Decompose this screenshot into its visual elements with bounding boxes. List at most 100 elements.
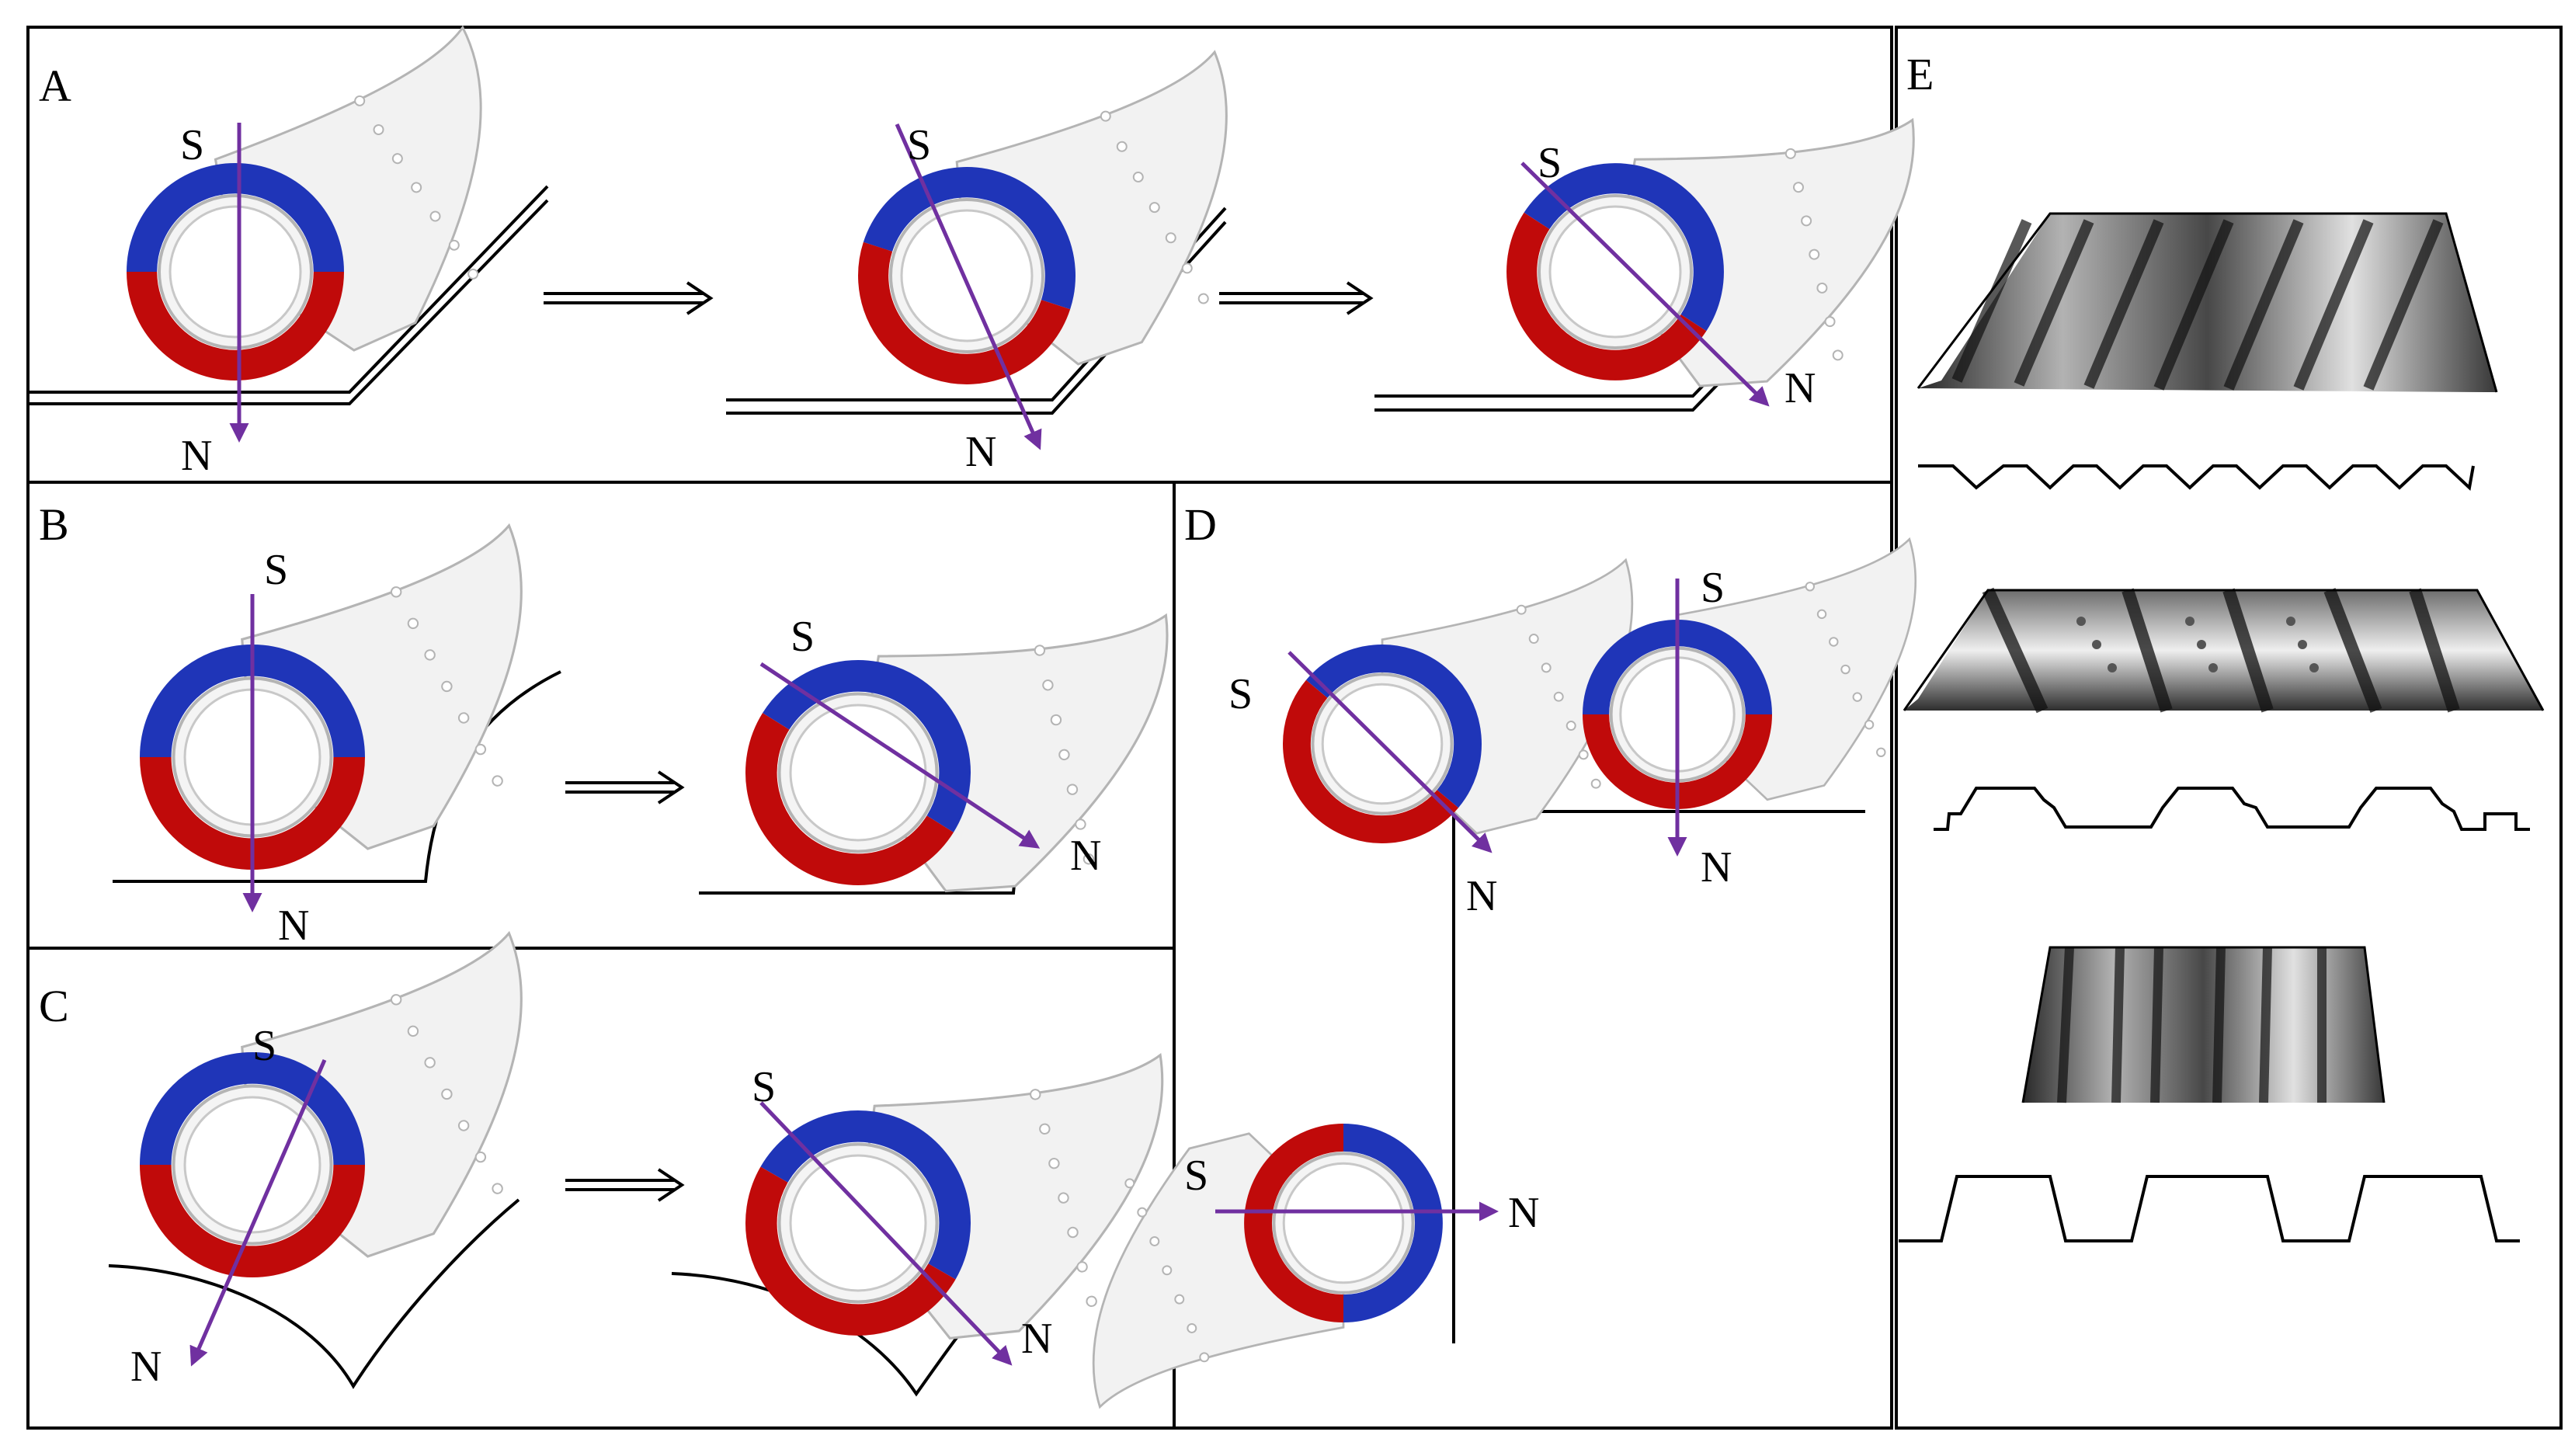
frame-hole: [1124, 1178, 1135, 1189]
polarity-arrow-icon: [759, 1101, 1013, 1366]
north-pole-half: [745, 1166, 956, 1336]
steel-deck-cross-section: [1934, 787, 2530, 831]
frame-hole: [1039, 1123, 1051, 1135]
frame-hole: [1100, 110, 1111, 122]
magnetic-wheel-icon: [745, 1053, 1164, 1366]
magnetic-wheel-icon: [858, 50, 1228, 450]
panel-e-frame: [1895, 26, 2563, 1430]
frame-hole: [1199, 1352, 1210, 1363]
frame-hole: [1042, 679, 1054, 691]
steel-deck-cross-section: [1918, 464, 2475, 491]
polarity-arrow-icon: [895, 123, 1042, 450]
steel-deck-profile-icon: [1916, 212, 2498, 393]
frame-hole: [1809, 248, 1820, 260]
north-pole-half: [1283, 679, 1459, 843]
frame-hole: [1058, 1192, 1069, 1204]
north-pole-half: [140, 1164, 365, 1277]
south-pole-half: [1343, 1124, 1443, 1322]
magnetic-wheel-icon: [745, 613, 1169, 893]
transition-arrow-icon: [544, 281, 714, 315]
panel-label-c: C: [39, 981, 69, 1031]
pole-label-n: N: [1508, 1189, 1539, 1237]
north-pole-half: [1506, 212, 1707, 381]
pole-label-s: S: [1184, 1152, 1208, 1200]
pole-label-n: N: [965, 428, 996, 476]
pole-label-s: S: [1228, 670, 1253, 718]
transition-arrows: [544, 281, 1374, 1202]
pole-label-s: S: [1538, 139, 1562, 187]
frame-hole: [1034, 645, 1046, 656]
pole-label-s: S: [907, 121, 931, 169]
frame-hole: [1553, 691, 1564, 702]
pole-label-s: S: [252, 1022, 276, 1070]
pole-label-n: N: [130, 1343, 162, 1391]
frame-hole: [1590, 778, 1601, 789]
frame-hole: [1876, 747, 1886, 758]
frame-hole: [424, 649, 436, 661]
frame-hole: [1030, 1089, 1041, 1100]
transition-arrow-icon: [565, 770, 685, 804]
steel-deck-profiles: [1899, 212, 2545, 1242]
pole-label-n: N: [278, 902, 309, 950]
frame-hole: [1149, 1235, 1160, 1246]
steel-deck-profile-icon: [2021, 946, 2386, 1103]
frame-hole: [1816, 282, 1828, 294]
frame-hole: [1824, 316, 1836, 328]
frame-hole: [492, 1183, 503, 1194]
frame-hole: [474, 1151, 487, 1163]
pole-label-s: S: [180, 121, 204, 169]
frame-hole: [390, 586, 402, 598]
magnetic-wheel-icon: [1506, 117, 1915, 407]
frame-hole: [1067, 1226, 1079, 1239]
frame-hole: [429, 210, 441, 222]
steel-deck-cross-section: [1899, 1175, 2520, 1242]
south-pole-half: [763, 660, 971, 832]
magnetic-wheel-icon: [140, 930, 523, 1367]
frame-hole: [354, 95, 366, 106]
magnetic-wheels: [127, 25, 1917, 1409]
pole-label-s: S: [1701, 564, 1725, 612]
magnetic-wheel-icon: [1283, 558, 1634, 853]
polarity-arrow-icon: [1520, 162, 1770, 407]
pole-label-s: S: [791, 613, 815, 661]
north-pole-half: [1244, 1124, 1344, 1322]
steel-deck-profile-icon: [1903, 587, 2545, 714]
frame-hole: [1792, 182, 1804, 193]
frame-hole: [391, 153, 403, 165]
frame-hole: [1075, 818, 1086, 830]
wheel-hub-inner: [900, 209, 1034, 342]
frame-hole: [1864, 719, 1875, 730]
south-pole-half: [140, 1052, 365, 1166]
polarity-arrow-icon: [189, 1059, 327, 1367]
frame-hole: [1066, 784, 1079, 795]
frame-hole: [1082, 853, 1095, 865]
surface-a1: [28, 185, 549, 394]
frame-hole: [1148, 202, 1160, 214]
magnetic-wheel-icon: [1583, 537, 1917, 857]
surface-d: [1452, 810, 1865, 1343]
frame-hole: [1197, 293, 1209, 304]
panel-label-b: B: [39, 499, 69, 550]
frame-hole: [448, 239, 460, 251]
frame-hole: [474, 743, 487, 756]
frame-hole: [1076, 1261, 1088, 1273]
pole-labels: S N S N S N S N S N S N S N S N S N S N: [130, 121, 1816, 1391]
frame-hole: [467, 268, 479, 280]
frame-hole: [1852, 692, 1863, 702]
surface-c1: [108, 1198, 520, 1389]
pole-label-s: S: [752, 1063, 776, 1111]
frame-hole: [373, 124, 384, 136]
panel-label-e: E: [1906, 49, 1934, 99]
polarity-arrow-icon: [1288, 651, 1493, 853]
surface-a1-inner: [28, 199, 549, 405]
transition-arrow-icon: [565, 1168, 685, 1202]
frame-hole: [390, 994, 402, 1006]
south-pole-half: [1524, 163, 1724, 332]
pole-label-n: N: [181, 432, 212, 480]
frame-hole: [492, 775, 503, 787]
north-pole-half: [745, 713, 954, 885]
frame-hole: [1116, 141, 1128, 152]
frame-hole: [1578, 749, 1589, 760]
frame-hole: [1528, 634, 1539, 645]
